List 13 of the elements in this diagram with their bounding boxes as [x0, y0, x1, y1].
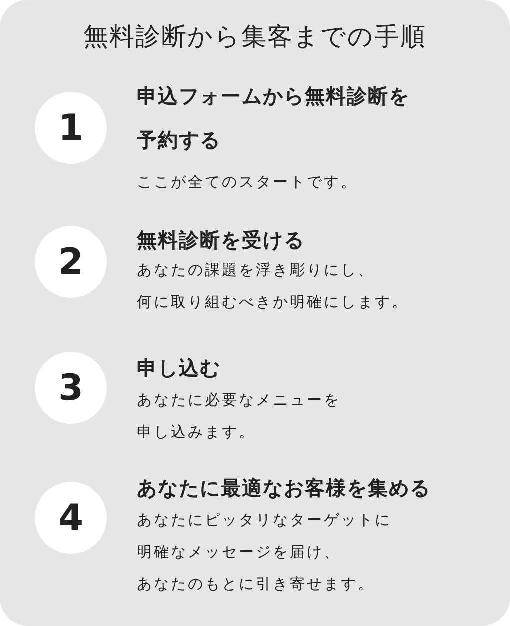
step-heading: 申し込む: [137, 355, 221, 382]
step-number-circle: 4: [35, 482, 107, 554]
step-number-circle: 2: [35, 226, 107, 298]
step-description: ここが全てのスタートです。: [137, 172, 359, 193]
step-number-circle: 1: [35, 92, 107, 164]
step-heading: あなたに最適なお客様を集める: [137, 475, 431, 502]
step-description: あなたにピッタリなターゲットに明確なメッセージを届け、あなたのもとに引き寄せます。: [137, 510, 393, 595]
title: 無料診断から集客までの手順: [82, 21, 428, 53]
step-number-circle: 3: [35, 352, 107, 424]
step-description: あなたの課題を浮き彫りにし、何に取り組むべきか明確にします。: [137, 260, 410, 313]
step-heading: 申込フォームから無料診断を予約する: [137, 83, 410, 154]
step-description: あなたに必要なメニューを申し込みます。: [137, 390, 342, 443]
step-heading: 無料診断を受ける: [137, 227, 305, 254]
